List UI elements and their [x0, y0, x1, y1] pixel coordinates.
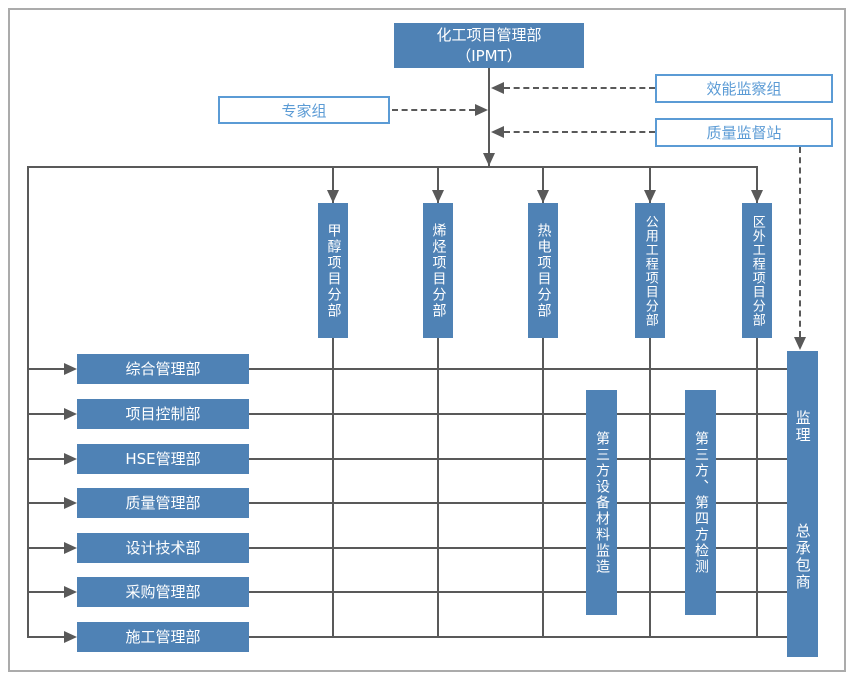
dept-in-line: [28, 591, 65, 593]
dept-in-line: [28, 636, 65, 638]
root-title-line2: （IPMT）: [456, 46, 522, 65]
dept-out-line: [249, 502, 787, 504]
arrow-right-dept-icon: [64, 631, 77, 643]
third-fourth-party-inspection-box: 第三方、第四方检测: [685, 390, 716, 615]
division-box-olefin: 烯烃项目分部: [423, 203, 453, 338]
arrow-right-dept-icon: [64, 586, 77, 598]
arrow-down-division-icon: [327, 190, 339, 203]
dept-in-line: [28, 502, 65, 504]
supervision-label: 监理: [793, 410, 812, 444]
division-line: [332, 166, 334, 638]
third-party-supervision-box: 第三方设备材料监造: [586, 390, 617, 615]
division-label: 甲醇项目分部: [325, 222, 342, 319]
arrow-down-division-icon: [537, 190, 549, 203]
arrow-left-quality-icon: [491, 126, 504, 138]
dept-box-hse: HSE管理部: [77, 444, 249, 474]
dept-box-design-technology: 设计技术部: [77, 533, 249, 563]
arrow-down-division-icon: [432, 190, 444, 203]
dept-in-line: [28, 458, 65, 460]
chart-border-frame: [8, 8, 846, 672]
division-label: 烯烃项目分部: [430, 222, 447, 319]
efficiency-group-box: 效能监察组: [655, 74, 833, 103]
dept-box-quality: 质量管理部: [77, 488, 249, 518]
arrow-right-dept-icon: [64, 497, 77, 509]
dept-out-line: [249, 591, 787, 593]
dept-out-line: [249, 458, 787, 460]
top-distribution-line: [28, 166, 758, 168]
quality-dashed-line: [504, 131, 655, 133]
dept-out-line: [249, 547, 787, 549]
third-party-label: 第三方、第四方检测: [692, 430, 709, 575]
dept-label: 质量管理部: [125, 493, 201, 512]
division-line: [437, 166, 439, 638]
dept-label: 综合管理部: [125, 359, 201, 378]
arrow-right-expert-icon: [475, 104, 488, 116]
division-box-thermal: 热电项目分部: [528, 203, 558, 338]
expert-dashed-line: [392, 109, 475, 111]
quality-to-supervision-dashed-line: [799, 147, 801, 337]
general-contractor-label: 总承包商: [793, 523, 812, 591]
root-box-ipmt: 化工项目管理部 （IPMT）: [394, 23, 584, 68]
dept-label: 项目控制部: [125, 404, 201, 423]
efficiency-dashed-line: [504, 87, 655, 89]
division-label: 热电项目分部: [535, 222, 552, 319]
division-box-utilities: 公用工程项目分部: [635, 203, 665, 338]
arrow-down-division-icon: [751, 190, 763, 203]
arrow-down-to-hline-icon: [483, 153, 495, 166]
dept-label: 施工管理部: [125, 627, 201, 646]
arrow-down-supervision-icon: [794, 337, 806, 350]
dept-out-line: [249, 636, 787, 638]
dept-in-line: [28, 547, 65, 549]
expert-group-box: 专家组: [218, 96, 390, 124]
arrow-right-dept-icon: [64, 542, 77, 554]
quality-station-label: 质量监督站: [706, 124, 782, 142]
expert-group-label: 专家组: [281, 101, 327, 120]
dept-box-procurement: 采购管理部: [77, 577, 249, 607]
dept-out-line: [249, 413, 787, 415]
dept-box-project-control: 项目控制部: [77, 399, 249, 429]
dept-box-construction: 施工管理部: [77, 622, 249, 652]
division-line: [649, 166, 651, 638]
dept-in-line: [28, 413, 65, 415]
dept-label: 采购管理部: [125, 582, 201, 601]
arrow-right-dept-icon: [64, 453, 77, 465]
root-title-line1: 化工项目管理部: [436, 26, 542, 45]
arrow-down-division-icon: [644, 190, 656, 203]
division-line: [542, 166, 544, 638]
arrow-right-dept-icon: [64, 363, 77, 375]
division-line: [756, 166, 758, 638]
arrow-left-efficiency-icon: [491, 82, 504, 94]
root-connector-line: [488, 68, 490, 167]
dept-label: 设计技术部: [125, 538, 201, 557]
supervision-contractor-box: 监理 总承包商: [787, 351, 818, 657]
quality-station-box: 质量监督站: [655, 118, 833, 147]
left-spine-line: [27, 166, 29, 638]
division-box-methanol: 甲醇项目分部: [318, 203, 348, 338]
arrow-right-dept-icon: [64, 408, 77, 420]
efficiency-group-label: 效能监察组: [706, 80, 782, 98]
dept-out-line: [249, 368, 787, 370]
third-party-label: 第三方设备材料监造: [593, 430, 610, 575]
division-label: 公用工程项目分部: [642, 214, 658, 327]
division-label: 区外工程项目分部: [749, 214, 765, 327]
dept-label: HSE管理部: [125, 449, 201, 468]
dept-box-general-management: 综合管理部: [77, 354, 249, 384]
division-box-outside-area: 区外工程项目分部: [742, 203, 772, 338]
dept-in-line: [28, 368, 65, 370]
